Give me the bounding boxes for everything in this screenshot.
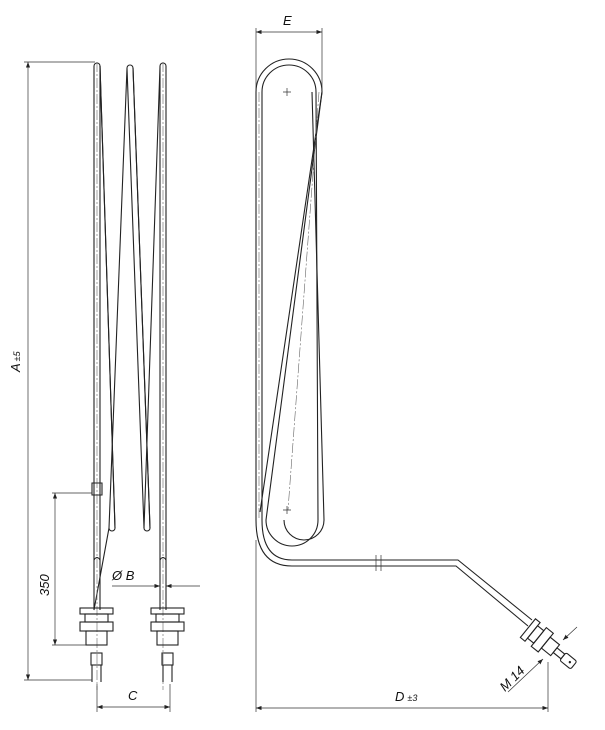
dimension-a: A ±5 — [8, 61, 95, 681]
terminal-fitting-right — [150, 607, 185, 682]
dimension-d-tolerance: ±3 — [407, 693, 417, 703]
side-view-element — [255, 58, 533, 627]
dimension-d-label: D — [395, 689, 404, 704]
terminal-fitting-angled — [519, 618, 577, 669]
dimension-a-tolerance: ±5 — [12, 350, 22, 361]
weld-mark-icon — [91, 482, 103, 496]
dimension-c-label: C — [128, 688, 138, 703]
dimension-d: D±3 — [255, 540, 549, 712]
dimension-e: E — [255, 13, 323, 90]
svg-text:A±5: A ±5 — [8, 350, 23, 373]
thread-label: M 14 — [497, 663, 528, 694]
svg-text:D±3: D±3 — [395, 689, 417, 704]
front-view-element — [91, 62, 167, 690]
dimension-c: C — [96, 684, 171, 712]
dimension-a-label: A — [8, 363, 23, 373]
dimension-b-label: Ø B — [111, 568, 135, 583]
dimension-e-label: E — [283, 13, 292, 28]
dimension-b: Ø B — [111, 568, 200, 589]
dimension-350-label: 350 — [37, 574, 52, 596]
terminal-fitting-left — [79, 607, 114, 682]
dimension-350: 350 — [37, 492, 92, 646]
dimension-thread: M 14 — [497, 626, 578, 694]
